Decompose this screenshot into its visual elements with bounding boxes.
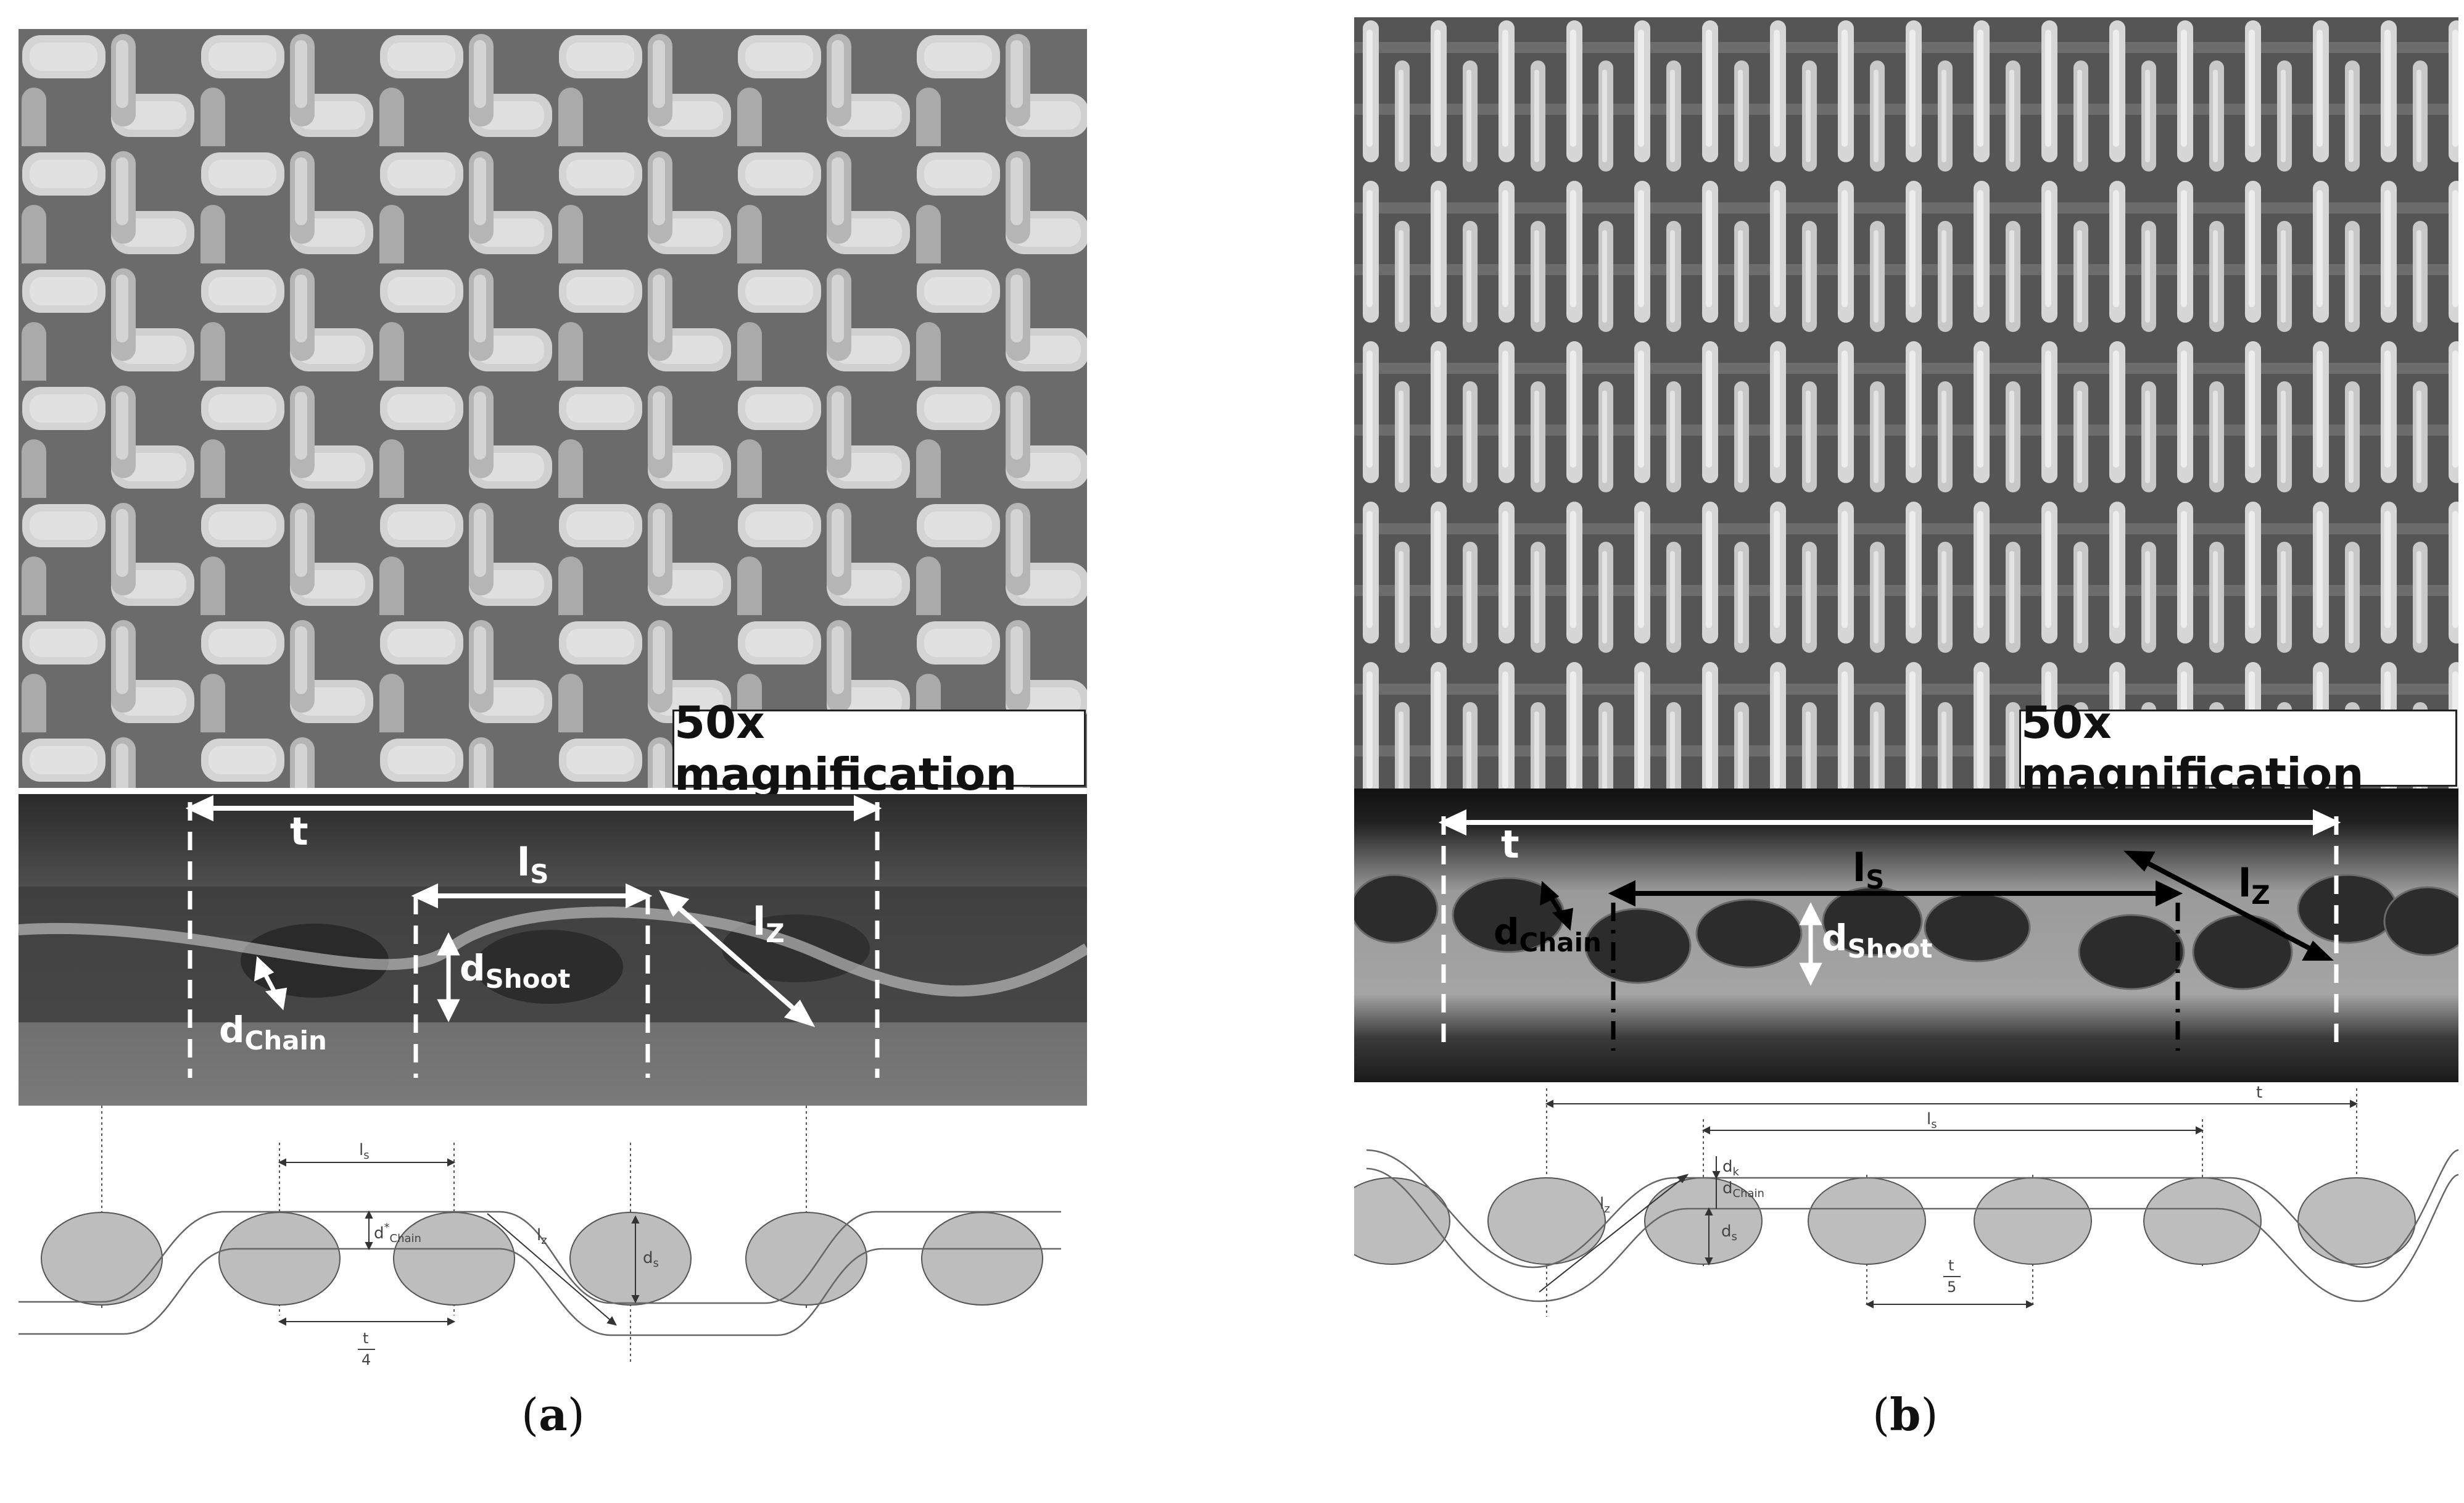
yarn-section	[1354, 874, 1439, 944]
yarn-section	[2078, 914, 2185, 990]
dchain-dimension-arrow	[254, 956, 287, 1011]
label-dchain: dChain	[219, 1009, 327, 1056]
schem-label-dchain: d*Chain	[374, 1221, 421, 1245]
yarn-cross-section	[2143, 1177, 2262, 1265]
schem-label-ls: ls	[359, 1141, 370, 1162]
schem-label-frac-num: t	[363, 1330, 368, 1347]
label-t: t	[1501, 822, 1519, 867]
yarn-section	[1822, 886, 1923, 956]
schem-label-dchain: dChain	[1722, 1179, 1764, 1200]
yarn-cross-section	[393, 1212, 515, 1306]
dchain-dimension-arrow	[1540, 880, 1574, 931]
yarn-section	[475, 930, 623, 1004]
yarn-cross-section	[921, 1212, 1043, 1306]
schem-label-ls: ls	[1927, 1110, 1937, 1131]
weave-schematic-b: t ls dk dChain lz ds t 5	[1354, 1083, 2458, 1317]
label-dchain: dChain	[1494, 911, 1602, 958]
ls-dimension-arrow	[411, 883, 653, 909]
schem-label-frac-den: 4	[362, 1351, 371, 1368]
woven-texture-a	[19, 29, 1087, 788]
panel-b: 50x magnification	[1354, 0, 2464, 1503]
schem-label-frac-num: t	[1948, 1257, 1954, 1274]
yarn-cross-section	[1487, 1177, 1606, 1265]
label-dshoot: dShoot	[1822, 917, 1932, 964]
yarn-section	[2297, 874, 2398, 944]
caption-a: (a)	[521, 1388, 585, 1441]
magnification-label-b: 50x magnification	[2019, 697, 2457, 800]
weave-schematic-a: ls d*Chain lz ds t 4	[19, 1106, 1061, 1368]
yarn-cross-section	[1808, 1177, 1926, 1265]
chain-yarn-path	[19, 1211, 1061, 1304]
yarn-cross-section	[569, 1212, 692, 1306]
dshoot-dimension-arrow	[437, 932, 460, 1022]
yarn-cross-section	[745, 1212, 867, 1306]
dshoot-dimension-arrow	[1799, 902, 1822, 986]
schem-label-dk: dk	[1722, 1157, 1740, 1178]
lz-dimension-arrow	[2123, 850, 2334, 961]
chain-yarn-path	[1366, 1167, 2458, 1302]
caption-b: (b)	[1872, 1388, 1938, 1441]
label-ls: lS	[1853, 845, 1885, 895]
yarn-cross-section	[1974, 1177, 2092, 1265]
chain-yarn-path	[19, 1248, 1061, 1336]
t-dimension-arrow	[185, 795, 882, 822]
schem-label-frac-den: 5	[1947, 1278, 1956, 1296]
label-t: t	[290, 809, 308, 854]
yarn-section	[1584, 908, 1692, 984]
yarn-section	[2192, 914, 2293, 990]
label-dshoot: dShoot	[460, 947, 570, 994]
schem-label-t: t	[2256, 1083, 2262, 1102]
yarn-cross-section	[2297, 1177, 2416, 1265]
cross-section-photo-a: t lS lZ dShoot dChain	[19, 794, 1087, 1106]
panel-a: 50x magnification	[19, 29, 1087, 1441]
yarn-section	[1695, 898, 1803, 969]
yarn-cross-section	[41, 1212, 163, 1306]
schem-label-lz: lz	[537, 1226, 547, 1247]
ls-dimension-arrow	[1608, 880, 2183, 907]
t-dimension-arrow	[1438, 809, 2341, 836]
cross-section-photo-b: t lS lZ dShoot dChain	[1354, 789, 2458, 1082]
weave-photo-b	[1354, 17, 2458, 789]
label-lz: lZ	[753, 899, 785, 948]
woven-texture-b	[1354, 17, 2458, 789]
yarn-section	[1924, 892, 2031, 963]
label-lz: lZ	[2238, 861, 2270, 910]
magnification-label-a: 50x magnification	[672, 697, 1086, 800]
schem-label-lz: lz	[1600, 1195, 1610, 1215]
label-ls: lS	[517, 840, 549, 889]
chain-yarn-path	[1366, 1149, 2458, 1269]
yarn-section	[2383, 886, 2458, 956]
weave-photo-a	[19, 29, 1087, 788]
schem-label-ds: ds	[643, 1249, 659, 1270]
lz-dimension-arrow	[658, 890, 816, 1027]
yarn-cross-section	[1354, 1177, 1450, 1265]
schem-label-ds: ds	[1721, 1222, 1737, 1243]
yarn-cross-section	[218, 1212, 341, 1306]
